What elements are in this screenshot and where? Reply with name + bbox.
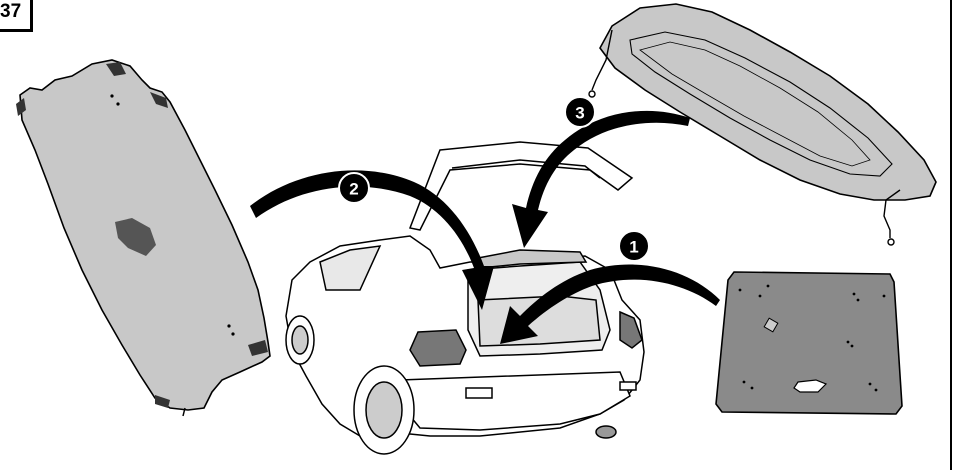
tonneau-cover-icon — [589, 4, 936, 245]
floor-mat-icon — [716, 272, 902, 414]
callout-number-2: 2 — [349, 180, 358, 199]
callout-badge-3: 3 — [565, 97, 595, 127]
callout-badge-2: 2 — [339, 173, 369, 203]
rear-side-panel-icon — [16, 60, 270, 416]
callout-number-1: 1 — [629, 238, 638, 257]
callout-badge-1: 1 — [619, 231, 649, 261]
callout-number-3: 3 — [575, 104, 584, 123]
arrow-3 — [512, 111, 690, 248]
